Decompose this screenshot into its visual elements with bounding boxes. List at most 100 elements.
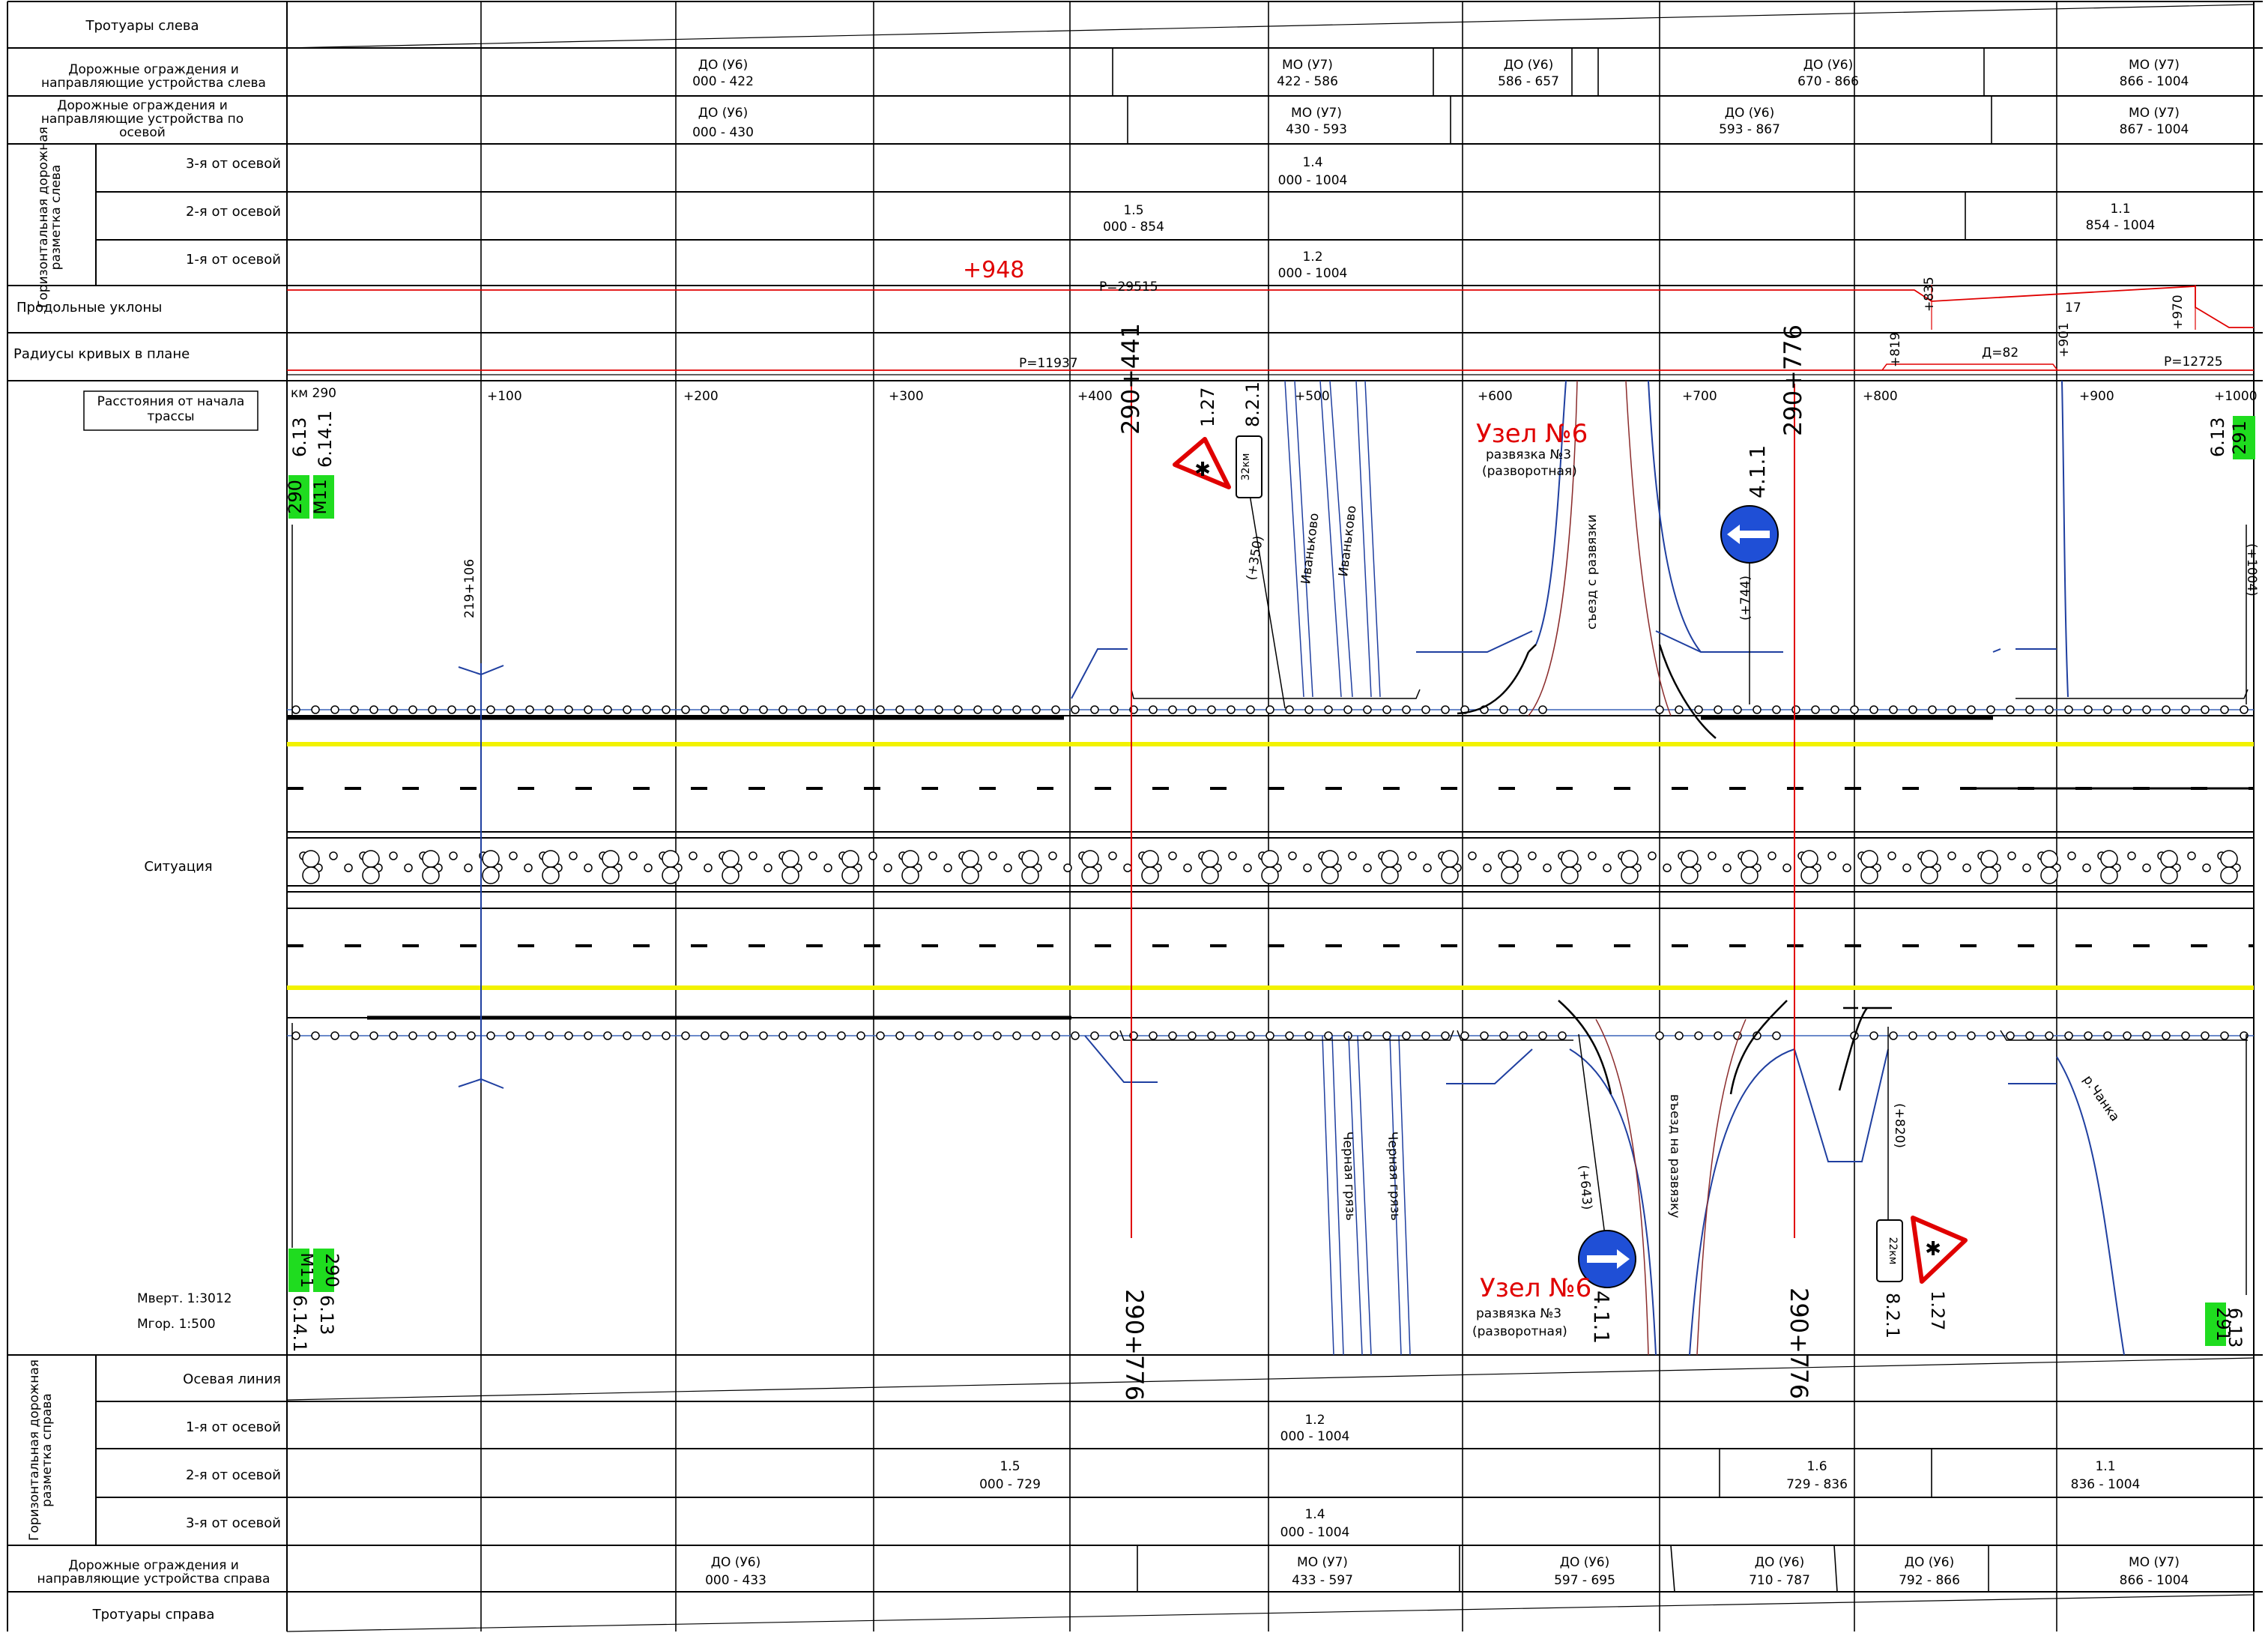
sign-label-613-right-bottom: 6.13 xyxy=(2225,1308,2246,1347)
guard-post xyxy=(778,1031,787,1040)
guard-post xyxy=(1928,705,1937,714)
guards-left-type-4: ДО (У6) xyxy=(1803,58,1854,73)
guard-post xyxy=(1694,705,1703,714)
picket-400: +400 xyxy=(1077,389,1113,404)
guard-post xyxy=(701,705,710,714)
guard-post xyxy=(404,863,413,872)
pedestrian-icon: ✱ xyxy=(1194,459,1211,481)
guard-post xyxy=(1723,863,1732,872)
guard-post xyxy=(642,705,651,714)
marking-right-cells: 1.2 000 - 1004 1.5 000 - 729 1.6 729 - 8… xyxy=(979,1413,2140,1540)
guard-post xyxy=(642,1031,651,1040)
sign-label-127-bottom: 1.27 xyxy=(1927,1291,1948,1330)
guard-post xyxy=(545,705,554,714)
guard-post xyxy=(569,851,578,860)
guard-post xyxy=(1772,1031,1781,1040)
guards-axis-type-3: ДО (У6) xyxy=(1725,106,1775,121)
chainage-776-top: 290+776 xyxy=(1779,325,1807,436)
guard-post xyxy=(1149,705,1158,714)
guards-right-type-4: ДО (У6) xyxy=(1755,1555,1805,1570)
header-guards-right: Дорожные ограждения и направляющие устро… xyxy=(37,1559,270,1586)
guard-post xyxy=(311,705,320,714)
header-guards-axis: Дорожные ограждения и направляющие устро… xyxy=(41,99,244,139)
guard-post xyxy=(389,851,398,860)
guard-post xyxy=(1227,705,1236,714)
guard-post xyxy=(2240,705,2249,714)
guards-right-range-3: 597 - 695 xyxy=(1554,1573,1615,1588)
guard-post xyxy=(823,863,832,872)
guard-post xyxy=(1090,705,1099,714)
guard-post xyxy=(2123,1031,2132,1040)
guard-post xyxy=(482,850,500,868)
guard-post xyxy=(1110,705,1119,714)
header-distance: Расстояния от начала трассы xyxy=(97,394,245,424)
guard-post xyxy=(993,705,1002,714)
guards-axis-range-4: 867 - 1004 xyxy=(2120,122,2189,137)
guard-post xyxy=(302,850,320,868)
guard-post xyxy=(1561,866,1579,884)
sign-label-6141-bottom: 6.14.1 xyxy=(289,1295,310,1352)
profile-p901: +901 xyxy=(2057,322,2072,357)
guards-right-range-1: 000 - 433 xyxy=(705,1573,766,1588)
header-marking-left: Горизонтальная дорожная разметка слева xyxy=(37,127,64,308)
guard-post xyxy=(524,863,533,872)
guard-post xyxy=(662,705,671,714)
guard-post xyxy=(934,1031,943,1040)
picket-500: +500 xyxy=(1295,389,1330,404)
guard-post xyxy=(1714,705,1723,714)
header-lane1-right: 1-я от осевой xyxy=(186,1419,281,1435)
guard-post xyxy=(1708,851,1717,860)
guard-post xyxy=(1071,705,1080,714)
guard-post xyxy=(895,705,904,714)
marking-left-range-3: 854 - 1004 xyxy=(2086,218,2156,233)
terrain-lines xyxy=(1071,380,2125,1356)
guard-post xyxy=(1483,863,1492,872)
guard-post xyxy=(1441,1031,1450,1040)
guard-post xyxy=(1110,1031,1119,1040)
guard-post xyxy=(1782,863,1791,872)
profile-slope17: 17 xyxy=(2065,301,2081,316)
km-plate-291-top: 291 xyxy=(2229,420,2250,455)
header-sidewalks-left: Тротуары слева xyxy=(85,18,199,34)
guard-post xyxy=(2040,850,2058,868)
guard-post xyxy=(868,851,877,860)
guard-post xyxy=(1123,863,1132,872)
guards-axis-type-1: ДО (У6) xyxy=(698,106,749,121)
guard-post xyxy=(428,705,437,714)
profile-p819: +819 xyxy=(1888,332,1903,367)
guard-post xyxy=(798,705,807,714)
guard-post xyxy=(2162,1031,2171,1040)
node6-bottom: Узел №6 xyxy=(1480,1273,1591,1303)
picket-700: +700 xyxy=(1682,389,1717,404)
guard-post xyxy=(2064,1031,2073,1040)
guard-post xyxy=(389,705,398,714)
guard-post xyxy=(1304,705,1313,714)
guards-left-range-3: 586 - 657 xyxy=(1498,74,1559,89)
guard-post xyxy=(662,850,680,868)
guard-post xyxy=(2082,863,2091,872)
guard-post xyxy=(350,1031,359,1040)
guard-post xyxy=(1800,866,1818,884)
guard-post xyxy=(1261,850,1279,868)
distance-plate-32: 32км xyxy=(1240,453,1252,481)
guard-post xyxy=(362,850,380,868)
marking-right-code-5: 1.4 xyxy=(1304,1507,1325,1522)
guards-left-type-1: ДО (У6) xyxy=(698,58,749,73)
guard-post xyxy=(817,1031,826,1040)
header-slopes: Продольные уклоны xyxy=(16,300,162,316)
guard-post xyxy=(1363,705,1372,714)
guard-post xyxy=(1588,851,1597,860)
guards-right-range-6: 866 - 1004 xyxy=(2120,1573,2189,1588)
guard-post xyxy=(2103,705,2112,714)
marking-left-code-1: 1.4 xyxy=(1302,155,1322,170)
profile-r29515: Р=29515 xyxy=(1099,280,1158,295)
node6-top: Узел №6 xyxy=(1476,419,1588,449)
guard-post xyxy=(1842,863,1851,872)
picket-labels: км 290 +100 +200 +300 +400 +500 +600 +70… xyxy=(291,386,2258,404)
guard-post xyxy=(1908,1031,1917,1040)
guard-post xyxy=(2220,866,2238,884)
guard-post xyxy=(422,850,440,868)
guard-post xyxy=(1421,705,1430,714)
guard-post xyxy=(1441,866,1459,884)
